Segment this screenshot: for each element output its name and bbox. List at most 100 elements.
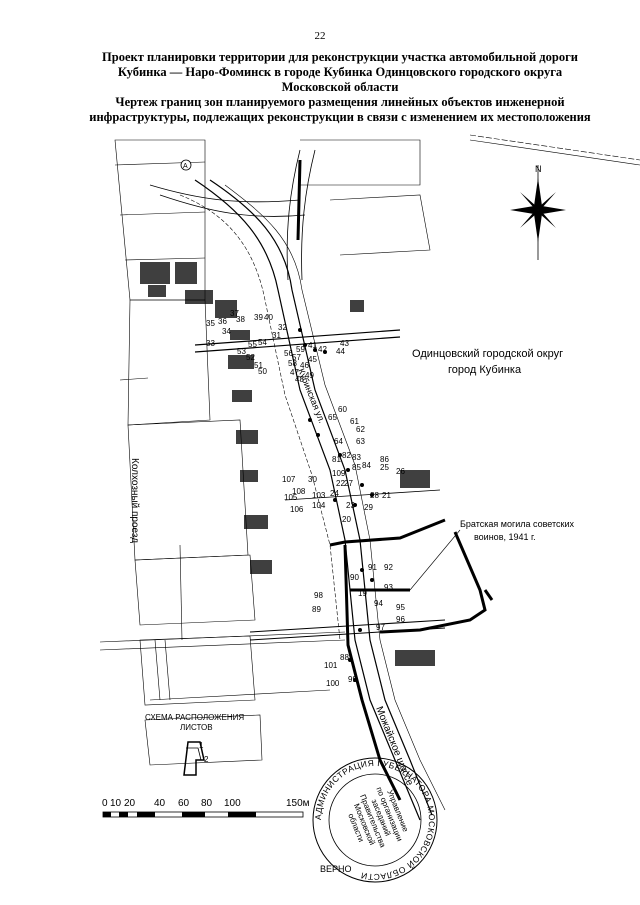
point-label: 86 [380,455,389,464]
point-label: 109 [332,469,346,478]
point-label: 52 [246,353,255,362]
point-label: 24 [330,489,339,498]
point-label: 99 [348,675,357,684]
point-label: 58 [288,359,297,368]
point-label: 48 [295,375,304,384]
point-label: 43 [340,339,349,348]
main-road [149,149,446,821]
svg-text:1: 1 [199,741,204,750]
buildings [140,262,435,666]
memorial-leader-line [409,529,461,591]
page-title: Проект планировки территории для реконст… [60,50,620,125]
point-label: 91 [368,563,377,572]
point-label: 54 [258,338,267,347]
point-label: 27 [344,479,353,488]
point-label: 62 [356,425,365,434]
point-label: 81 [332,455,341,464]
point-label: 61 [350,417,359,426]
point-label: 23 [346,501,355,510]
svg-text:100: 100 [224,798,241,809]
point-label: 60 [338,405,347,414]
point-label: 83 [352,453,361,462]
point-label: 103 [312,491,326,500]
point-label: 82 [342,451,351,460]
point-label: 46 [300,361,309,370]
point-label: 34 [222,327,231,336]
point-label: 97 [376,623,385,632]
memorial-label-2: воинов, 1941 г. [474,532,536,542]
point-label: 33 [206,339,215,348]
point-label: 57 [292,353,301,362]
svg-text:2: 2 [204,755,209,764]
point-label: 100 [326,679,340,688]
point-label: 39 [254,313,263,322]
point-label: 63 [356,437,365,446]
scale-bar: 0 10 20 40 60 80 100 150м [102,798,310,818]
point-label: 41 [308,341,317,350]
point-label: 42 [318,345,327,354]
point-label: 37 [230,309,239,318]
svg-text:А: А [183,163,188,170]
point-label: 22 [336,479,345,488]
title-line-5: инфраструктуры, подлежащих реконструкции… [89,110,591,124]
district-label-1: Одинцовский городской округ [412,348,563,360]
title-line-3: Московской области [281,80,399,94]
point-labels: 35 36 37 38 39 40 34 33 32 31 54 55 53 5… [206,309,405,688]
point-label: 59 [296,345,305,354]
street-label-kolkhozny: Колхозный проезд [129,458,140,543]
svg-text:ЛИСТОВ: ЛИСТОВ [180,723,213,732]
point-label: 101 [324,661,338,670]
point-label: 64 [334,437,343,446]
compass-rose-icon: N [510,164,566,260]
point-label: 40 [264,313,273,322]
point-label: 55 [248,340,257,349]
point-label: 56 [284,349,293,358]
point-label: 38 [236,315,245,324]
point-label: 98 [314,591,323,600]
point-label: 19 [358,589,367,598]
point-label: 88 [340,653,349,662]
point-label: 84 [362,461,371,470]
svg-text:10: 10 [110,798,122,809]
svg-text:150м: 150м [286,798,310,809]
svg-text:20: 20 [124,798,136,809]
point-label: 36 [218,317,227,326]
point-label: 96 [396,615,405,624]
marker-a: А [180,159,192,171]
site-plan-map: 35 36 37 38 39 40 34 33 32 31 54 55 53 5… [99,134,640,883]
point-label: 93 [384,583,393,592]
point-label: 21 [382,491,391,500]
point-label: 25 [380,463,389,472]
svg-text:40: 40 [154,798,166,809]
title-line-4: Чертеж границ зон планируемого размещени… [115,95,565,109]
title-line-2: Кубинка — Наро-Фоминск в городе Кубинка … [117,65,563,79]
point-label: 26 [396,467,405,476]
north-label: N [535,164,542,174]
verno-label: ВЕРНО [320,864,352,874]
point-label: 107 [282,475,296,484]
page-number: 22 [314,30,326,42]
point-label: 89 [312,605,321,614]
svg-text:СХЕМА РАСПОЛОЖЕНИЯ: СХЕМА РАСПОЛОЖЕНИЯ [145,713,244,722]
point-label: 94 [374,599,383,608]
point-label: 90 [350,573,359,582]
point-label: 44 [336,347,345,356]
point-label: 51 [254,361,263,370]
district-label-2: город Кубинка [448,364,522,376]
point-label: 45 [308,355,317,364]
title-line-1: Проект планировки территории для реконст… [102,50,578,64]
svg-text:80: 80 [201,798,213,809]
point-label: 31 [272,331,281,340]
point-label: 95 [396,603,405,612]
point-label: 29 [364,503,373,512]
point-label: 20 [342,515,351,524]
point-label: 47 [290,368,299,377]
memorial-label-1: Братская могила советских [460,519,574,529]
point-label: 32 [278,323,287,332]
point-label: 35 [206,319,215,328]
point-label: 85 [352,463,361,472]
point-label: 28 [370,491,379,500]
sheet-layout-scheme: СХЕМА РАСПОЛОЖЕНИЯ ЛИСТОВ 1 2 [145,713,244,776]
point-label: 104 [312,501,326,510]
parcel-grid [99,134,640,766]
